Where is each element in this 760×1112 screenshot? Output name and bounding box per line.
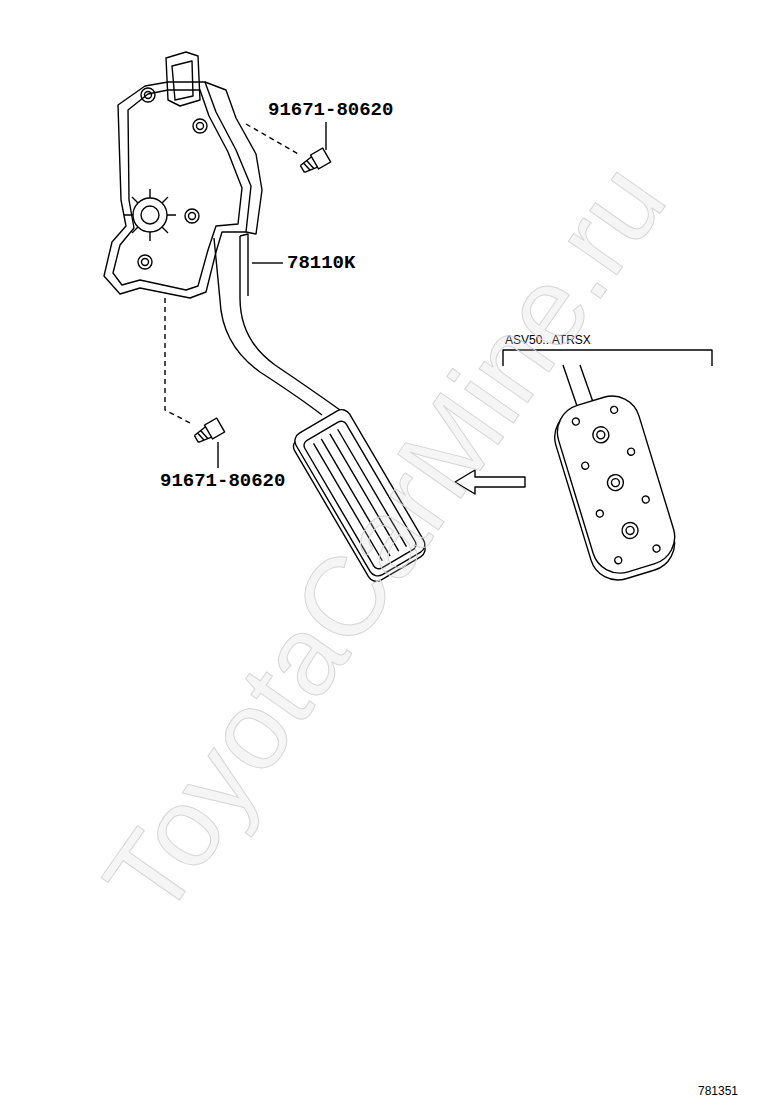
connector (166, 52, 200, 106)
part-number: 91671-80620 (160, 472, 285, 491)
part-number: 91671-80620 (268, 101, 393, 120)
dashed-leader (246, 124, 300, 155)
pedal-housing (104, 82, 251, 298)
housing-rim (113, 90, 242, 290)
diagram-number: 781351 (698, 1085, 738, 1097)
leader-line (217, 442, 218, 468)
pedal-arm (240, 234, 248, 296)
leader-line (252, 262, 283, 263)
connector-face (172, 61, 193, 100)
inset-pad (547, 389, 684, 587)
part-number: 78110K (287, 254, 355, 273)
bolt (298, 148, 330, 176)
sensor-gear (124, 189, 176, 241)
dashed-leader (165, 298, 192, 424)
mount-holes (138, 88, 207, 269)
leader-line (325, 122, 326, 150)
bolt (192, 418, 224, 446)
housing-edge (205, 82, 262, 234)
